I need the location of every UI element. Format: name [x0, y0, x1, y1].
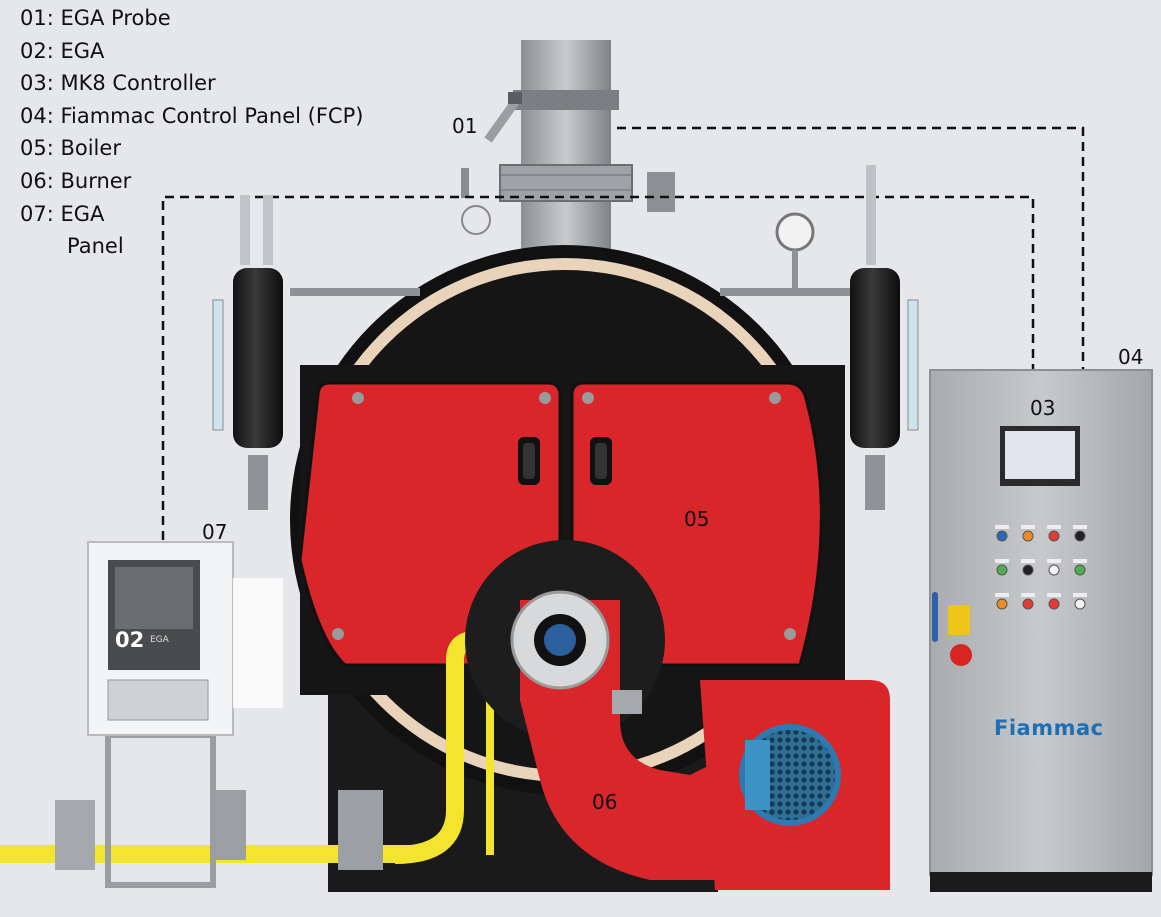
panel-push-button: [1022, 598, 1034, 610]
legend-item-ega: 02: EGA: [20, 38, 105, 63]
panel-push-button: [996, 598, 1008, 610]
callout-05: 05: [684, 507, 710, 531]
boiler: [290, 245, 845, 892]
callout-06: 06: [592, 790, 618, 814]
panel-button-label-plate: [1047, 525, 1061, 529]
panel-button-grid: [995, 525, 1087, 610]
panel-button-label-plate: [995, 525, 1009, 529]
fiammac-logo: Fiammac: [994, 716, 1104, 740]
chimney: [499, 40, 675, 255]
legend-item-mk8-controller: 03: MK8 Controller: [20, 71, 216, 96]
panel-button-label-plate: [1047, 593, 1061, 597]
callout-07: 07: [202, 520, 228, 544]
callout-04: 04: [1118, 345, 1144, 369]
legend-item-ega-panel: 07: EGA: [20, 201, 105, 226]
panel-button-label-plate: [1073, 593, 1087, 597]
legend-item-boiler: 05: Boiler: [20, 136, 121, 161]
panel-button-label-plate: [1073, 525, 1087, 529]
panel-push-button: [996, 530, 1008, 542]
ega-screen-label: EGA: [150, 635, 169, 645]
legend-item-control-panel: 04: Fiammac Control Panel (FCP): [20, 103, 364, 128]
panel-button-label-plate: [1073, 559, 1087, 563]
level-columns: [212, 165, 919, 510]
panel-button-label-plate: [1021, 593, 1035, 597]
callout-03: 03: [1030, 396, 1056, 420]
legend-item-ega-panel-line2: Panel: [67, 234, 124, 259]
signal-lines: [161, 126, 1085, 540]
panel-button-label-plate: [1021, 525, 1035, 529]
callout-02: 02: [115, 628, 145, 652]
panel-push-button: [1074, 564, 1086, 576]
ega-probe: [461, 92, 522, 235]
panel-button-label-plate: [1021, 559, 1035, 563]
panel-push-button: [1048, 598, 1060, 610]
callout-01: 01: [452, 114, 478, 138]
panel-push-button: [1074, 530, 1086, 542]
panel-push-button: [1022, 564, 1034, 576]
panel-push-button: [1074, 598, 1086, 610]
control-panel: [929, 369, 1153, 892]
panel-push-button: [1048, 530, 1060, 542]
legend-item-burner: 06: Burner: [20, 168, 132, 193]
ega-panel: [87, 541, 283, 888]
panel-push-button: [1048, 564, 1060, 576]
legend-item-ega-probe: 01: EGA Probe: [20, 6, 171, 30]
burner: [465, 540, 890, 890]
legend: 01: EGA Probe 02: EGA 03: MK8 Controller…: [20, 2, 363, 263]
panel-button-label-plate: [1047, 559, 1061, 563]
panel-button-label-plate: [995, 593, 1009, 597]
panel-push-button: [1022, 530, 1034, 542]
panel-button-label-plate: [995, 559, 1009, 563]
panel-push-button: [996, 564, 1008, 576]
